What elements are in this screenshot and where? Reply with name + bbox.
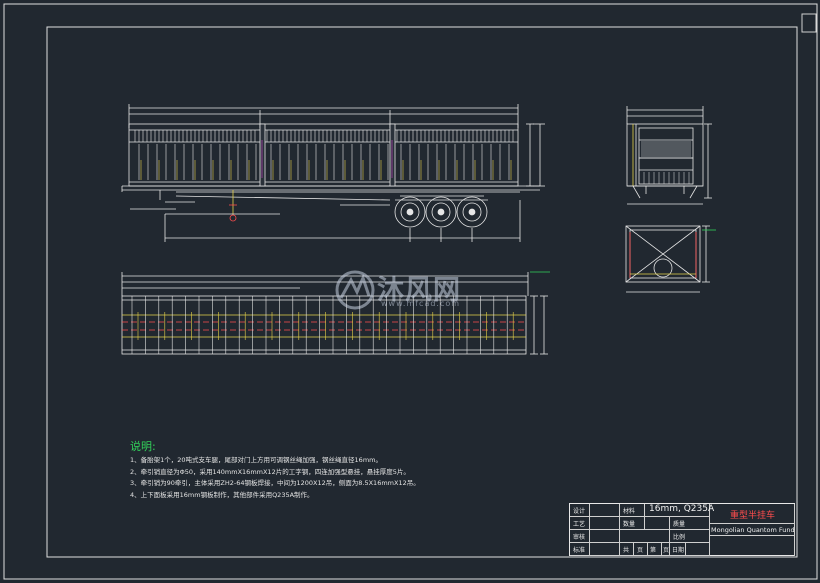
drawing-name: 重型半挂车	[730, 511, 776, 521]
watermark: 沐风网 www.mfcad.com	[333, 268, 493, 314]
watermark-logo-icon	[335, 270, 375, 310]
title-block: 设计 工艺 审核 标准 材料 16mm, Q235A 数量 质量 比例 共 页 …	[569, 503, 795, 556]
end-view-grid-bars	[641, 141, 691, 184]
material-label: 材料	[623, 508, 636, 515]
notes-block: 说明: 1、备胎架1个，20吨式支车腿，尾部对门上方用可调钢丝绳加强，钢丝绳直径…	[130, 440, 420, 501]
side-view-stake-slats	[134, 130, 514, 180]
notes-line-1: 1、备胎架1个，20吨式支车腿，尾部对门上方用可调钢丝绳加强，钢丝绳直径16mm…	[130, 456, 382, 464]
process-label: 工艺	[573, 521, 586, 528]
company-name: Mongolian Quantom Fund	[711, 526, 795, 534]
viewport-cube-icon	[801, 13, 817, 33]
sheet-number-label: 第	[650, 547, 657, 554]
section-view	[625, 225, 716, 293]
end-view	[626, 106, 712, 205]
plan-view	[121, 271, 550, 355]
watermark-text: 沐风网	[377, 275, 461, 306]
review-label: 审核	[573, 534, 586, 541]
page-word-2: 页	[663, 547, 670, 554]
design-label: 设计	[573, 508, 586, 515]
page-word-1: 页	[637, 547, 644, 554]
weight-label: 质量	[673, 521, 686, 528]
notes-line-2: 2、牵引销直径为Φ50，采用140mmX16mmX12片的工字钢，四连加强型悬挂…	[130, 467, 410, 476]
side-view	[121, 104, 545, 242]
quantity-label: 数量	[623, 521, 636, 528]
sheet-inner-border	[46, 26, 798, 558]
notes-line-4: 4、上下面板采用16mm钢板制作，其他部件采用Q235A制作。	[130, 490, 314, 499]
scale-label: 比例	[673, 534, 686, 541]
material-value: 16mm, Q235A	[649, 504, 715, 514]
sheets-total-label: 共	[623, 547, 630, 554]
date-label: 日期	[672, 547, 685, 554]
sheet-outer-border	[3, 3, 818, 580]
notes-line-3: 3、牵引销为90牵引，主体采用ZH2-64钢板焊接，中间为1200X12吊，侧面…	[130, 479, 420, 487]
watermark-url: www.mfcad.com	[381, 299, 461, 308]
notes-title: 说明:	[130, 440, 156, 453]
plan-view-cross-members	[131, 296, 514, 354]
standard-label: 标准	[573, 547, 586, 554]
